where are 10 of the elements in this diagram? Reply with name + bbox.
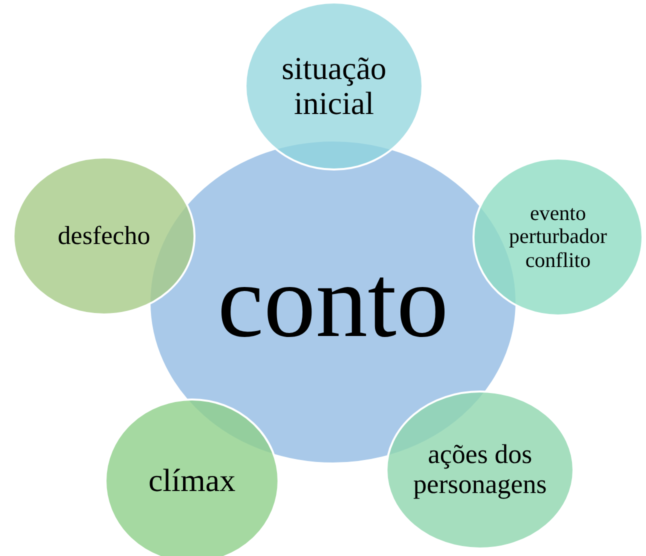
topic-label: evento perturbador conflito [508,202,608,272]
topic-label: desfecho [58,222,150,250]
topic-circle [385,390,575,550]
topic-circle [472,157,644,317]
topic-circle [12,156,196,316]
topic-label: situação inicial [280,50,388,122]
topic-circle [244,1,424,171]
topic-label: ações dos personagens [412,440,548,500]
topic-label: conto [217,244,449,360]
topic-label: clímax [148,463,236,499]
